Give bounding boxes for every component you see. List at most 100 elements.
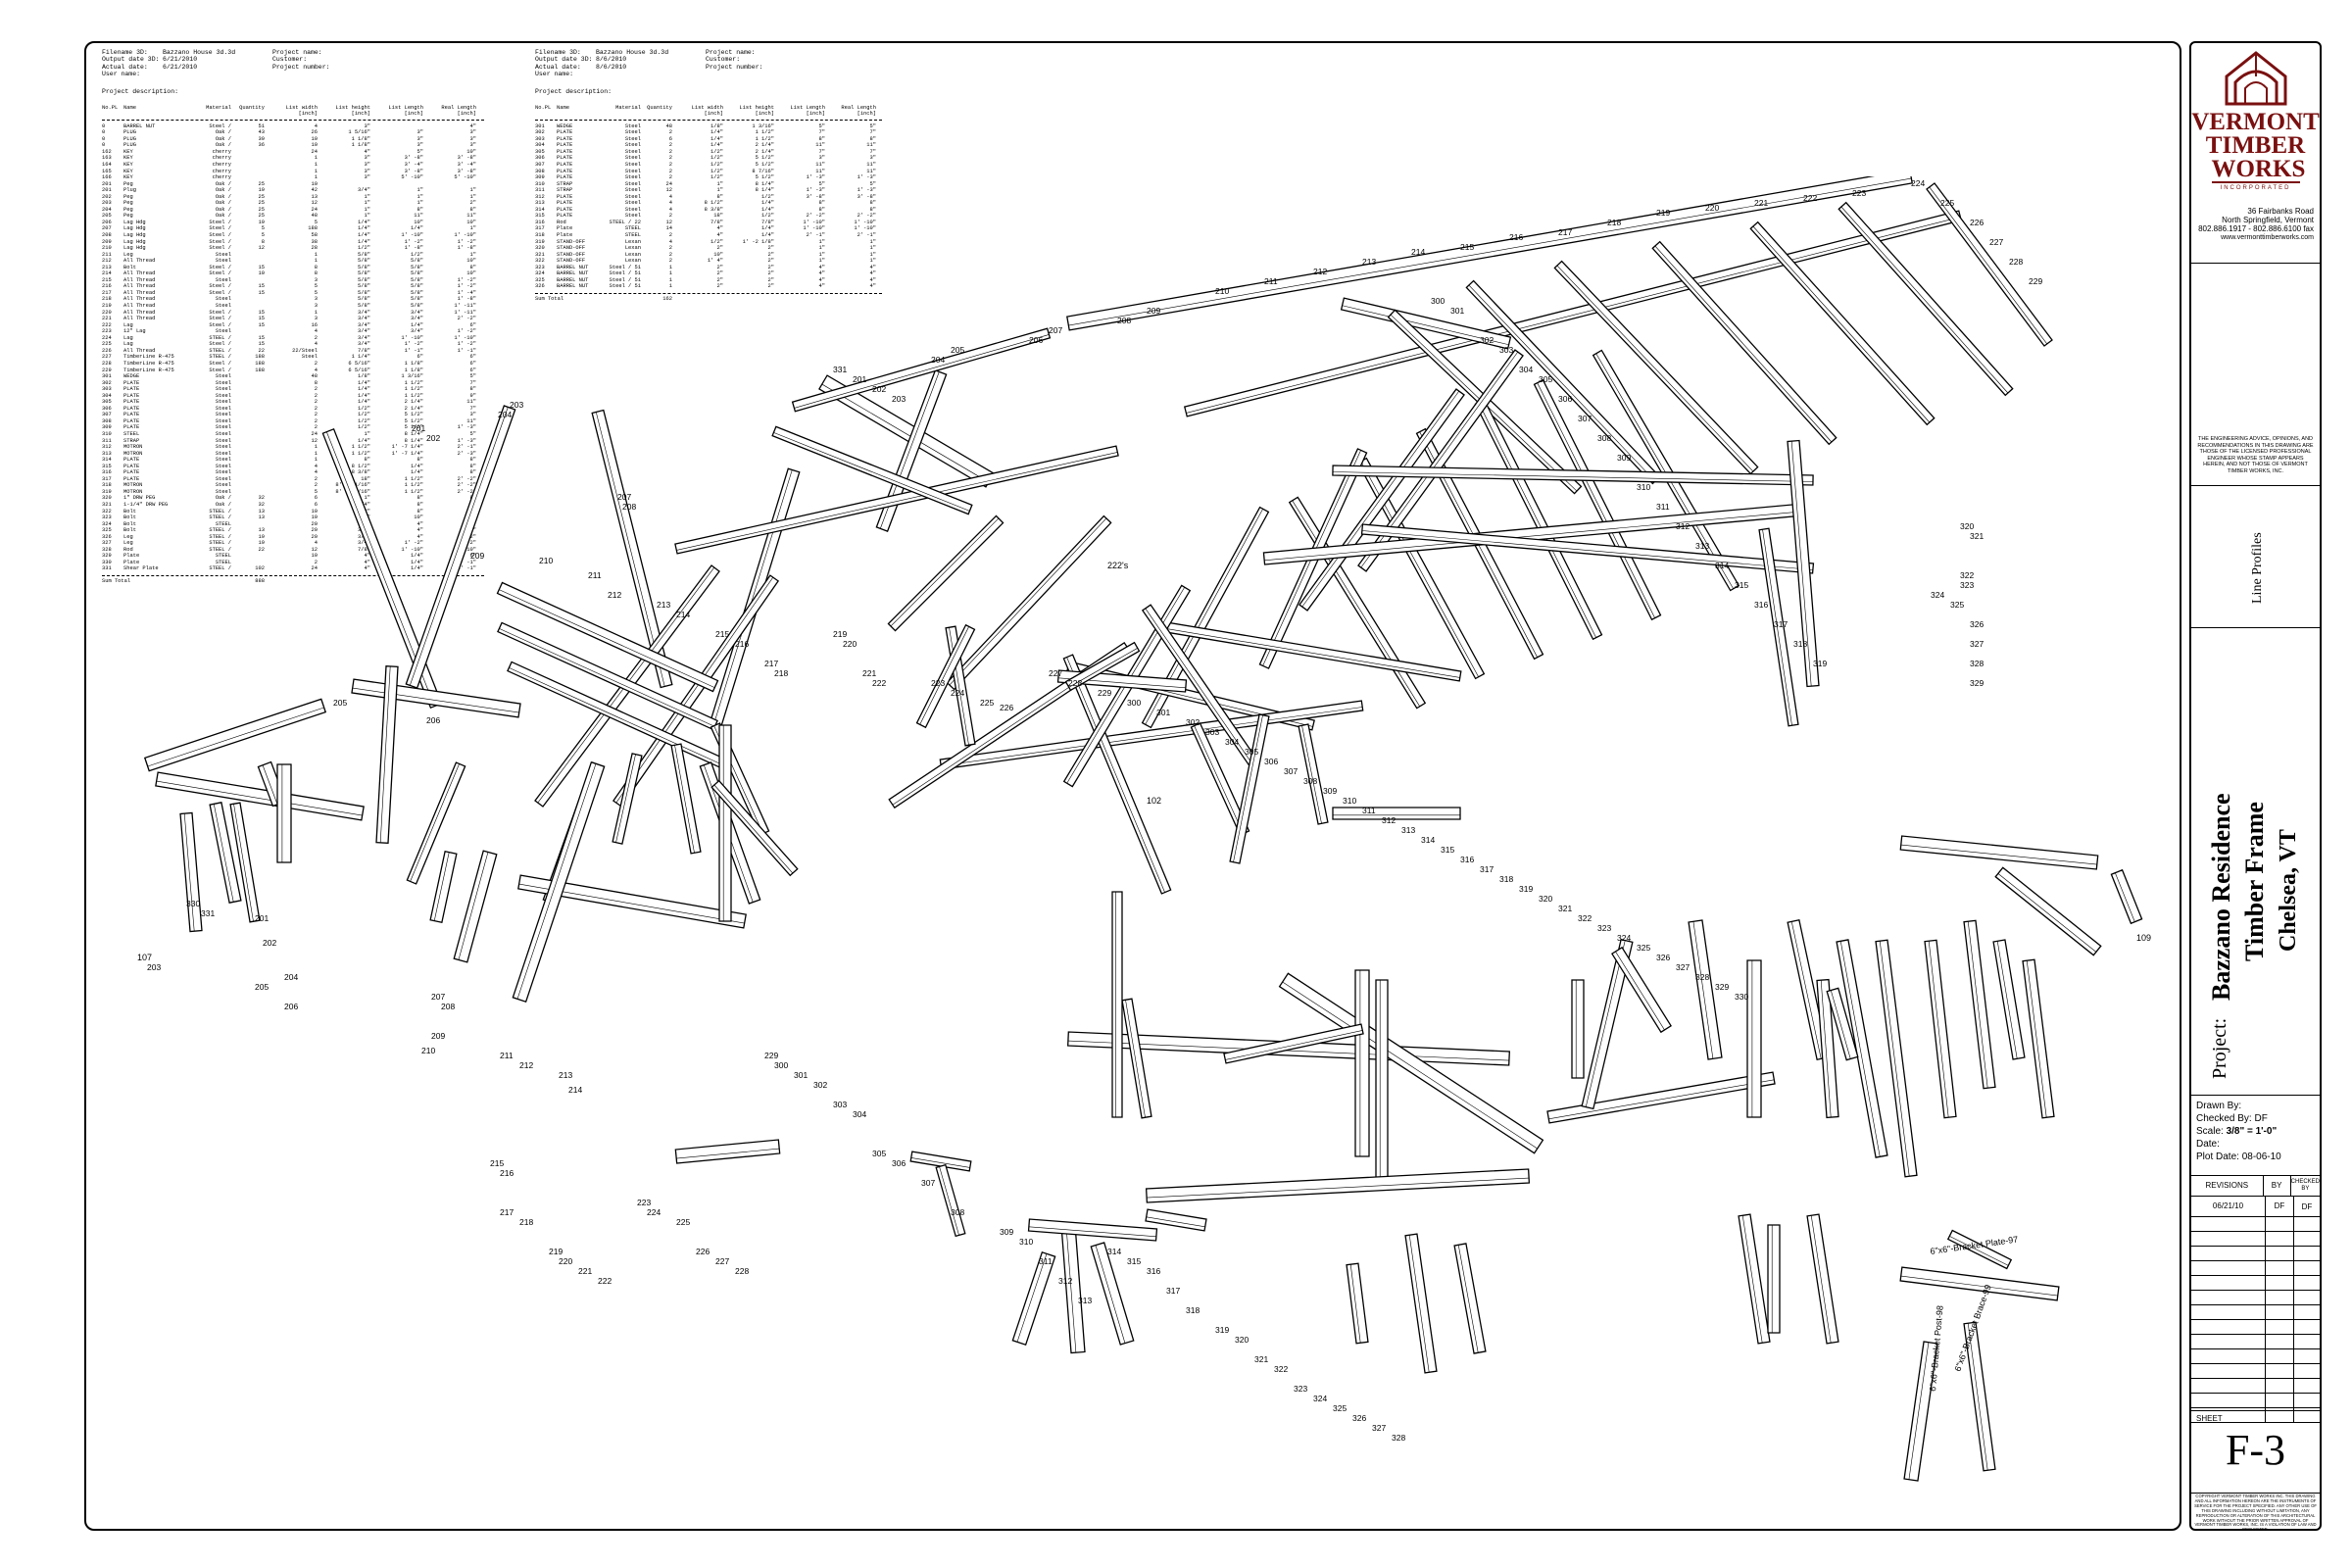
table-cell: Steel — [215, 392, 231, 399]
table-cell: 2" — [716, 283, 723, 290]
timber-member — [791, 327, 1052, 413]
meta-cell: Customer: — [706, 56, 741, 64]
table-cell: 4" — [716, 232, 723, 239]
meta-cell: 8/6/2010 — [596, 56, 627, 64]
table-cell: 1 1/2" — [755, 129, 774, 136]
table-cell: 48 — [311, 213, 318, 220]
member-label: 224 — [951, 688, 964, 698]
timber-member — [1546, 1071, 1776, 1124]
table-cell: 1' -3" — [457, 424, 476, 431]
member-label: 309 — [1000, 1227, 1013, 1237]
table-cell: 5/8" — [411, 264, 423, 270]
table-cell: 304 — [535, 142, 545, 149]
timber-member — [1145, 1168, 1531, 1203]
table-cell: MOTRON — [123, 444, 143, 451]
member-label: 211 — [588, 570, 602, 580]
table-cell: 2 — [314, 386, 318, 393]
table-cell: 1 — [314, 174, 318, 181]
table-cell: 310 — [102, 430, 112, 437]
sum-label: Sum Total — [102, 578, 131, 584]
table-cell: Steel / — [209, 122, 231, 129]
callout-bracket-plate: 6"x6"-Bracket Plate-97 — [1930, 1234, 2019, 1255]
table-cell: 3" — [364, 162, 370, 168]
table-cell: 11" — [866, 168, 876, 174]
table-cell: Bolt — [123, 520, 136, 527]
table-cell: 3" — [364, 122, 370, 129]
member-label: 327 — [1372, 1423, 1386, 1433]
member-label: 319 — [1215, 1325, 1229, 1335]
table-cell: 324 — [102, 520, 112, 527]
member-edge — [147, 707, 324, 767]
date-label: Date: — [2196, 1139, 2220, 1150]
table-cell: 3/4" — [358, 316, 370, 322]
member-label: 315 — [1441, 845, 1454, 855]
table-cell: 22/Steel — [292, 347, 318, 354]
member-edge — [1820, 980, 1832, 1118]
table-cell: Steel / — [209, 232, 231, 239]
table-cell: 1' -8" — [457, 296, 476, 303]
table-cell: 4 — [668, 193, 672, 200]
member-label: 317 — [1774, 619, 1788, 629]
table-cell: PLATE — [557, 213, 573, 220]
member-edge — [1457, 1245, 1479, 1353]
table-cell: 1 1/2" — [404, 386, 423, 393]
table-cell: 0 — [102, 142, 106, 149]
table-cell: 1 1/8" — [351, 135, 370, 142]
table-cell: 215 — [102, 276, 112, 283]
table-cell: 309 — [102, 424, 112, 431]
table-cell: Lexan — [624, 251, 641, 258]
table-cell: BARREL NUT — [557, 276, 589, 283]
table-cell: 325 — [102, 527, 112, 534]
member-label: 205 — [333, 698, 347, 708]
member-label: 306 — [892, 1158, 906, 1168]
member-label: 324 — [1313, 1394, 1327, 1403]
scale-row: Scale: 3/8" = 1'-0" — [2196, 1125, 2315, 1138]
table-cell: 322 — [102, 508, 112, 514]
meta-cell: Output date 3D: — [535, 56, 593, 64]
timber-member — [1404, 1233, 1438, 1374]
column-header: No.PL — [535, 104, 552, 111]
table-cell: 5 1/2" — [755, 162, 774, 168]
member-edge — [713, 784, 794, 874]
table-cell: 3/4" — [358, 187, 370, 194]
table-cell: KEY — [123, 155, 133, 162]
table-cell: 7/8" — [761, 219, 774, 225]
column-header: Name — [557, 104, 569, 111]
table-cell: 4" — [818, 270, 825, 277]
table-cell: 2 — [668, 168, 672, 174]
table-cell: 1' -10" — [454, 334, 476, 341]
table-cell: 3/4" — [358, 334, 370, 341]
table-cell: 7" — [869, 129, 876, 136]
revisions-checked-header: CHECKED BY — [2290, 1179, 2320, 1192]
member-label: 319 — [1813, 659, 1827, 668]
timber-member — [1298, 723, 1329, 825]
timber-member — [375, 664, 399, 845]
table-cell: 325 — [535, 276, 545, 283]
callout-timber-107: 107 — [137, 953, 152, 962]
member-label: 218 — [774, 668, 788, 678]
member-label: 209 — [1147, 306, 1160, 316]
callout-timber-102: 102 — [1147, 796, 1161, 806]
meta-cell: Project number: — [706, 63, 763, 71]
member-edge — [1928, 941, 1949, 1118]
table-cell: 213 — [102, 264, 112, 270]
table-cell: 1' -1" — [457, 559, 476, 565]
table-cell: Steel / — [209, 309, 231, 316]
table-cell: PLATE — [557, 206, 573, 213]
meta-cell: User name: — [102, 71, 141, 78]
member-edge — [499, 628, 715, 727]
table-cell: 8" — [416, 495, 423, 502]
table-cell: Plug — [123, 187, 136, 194]
member-label: 323 — [1597, 923, 1611, 933]
timber-member — [1360, 523, 1815, 574]
member-label: 320 — [1235, 1335, 1249, 1345]
project-panel: Project: Bazzano Residence Timber Frame … — [2191, 628, 2320, 1096]
